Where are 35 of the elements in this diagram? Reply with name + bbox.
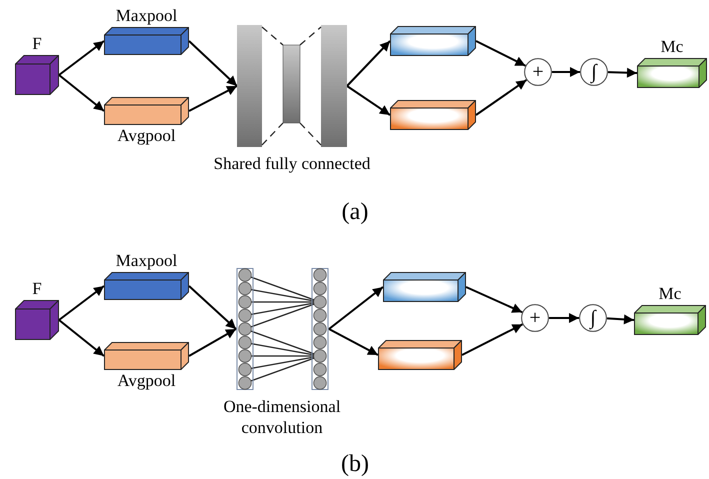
node-label: Maxpool	[116, 250, 178, 272]
node-label: Maxpool	[116, 5, 178, 27]
arrow	[58, 40, 105, 76]
node-label: ∫	[590, 308, 596, 328]
arrow	[476, 40, 526, 67]
node-label: F	[32, 33, 42, 55]
arrow	[462, 323, 523, 356]
arrow	[346, 40, 391, 87]
caption: One-dimensional convolution	[222, 396, 342, 438]
arrow	[606, 314, 634, 324]
node-label: Mc	[658, 283, 682, 305]
arrow	[328, 286, 384, 330]
arrow	[475, 79, 528, 116]
arrow	[466, 286, 523, 314]
arrow	[608, 68, 638, 78]
arrow	[188, 328, 236, 357]
arrow	[58, 319, 105, 357]
arrow	[549, 313, 579, 323]
node-label: Mc	[660, 36, 684, 58]
node-label: +	[532, 62, 544, 82]
arrow	[188, 40, 238, 87]
arrow	[346, 85, 391, 116]
node-label: ∫	[591, 62, 597, 82]
node-label: +	[529, 308, 541, 328]
arrow	[58, 74, 105, 112]
node-label: F	[32, 278, 42, 300]
panel-label: (b)	[341, 450, 369, 478]
arrow	[58, 285, 105, 321]
caption: Shared fully connected	[212, 153, 372, 174]
panel-label: (a)	[342, 198, 368, 226]
arrow	[188, 85, 238, 112]
node-label: Avgpool	[117, 125, 176, 147]
arrow	[328, 328, 378, 356]
node-label: Avgpool	[117, 370, 176, 392]
arrow	[552, 67, 580, 77]
